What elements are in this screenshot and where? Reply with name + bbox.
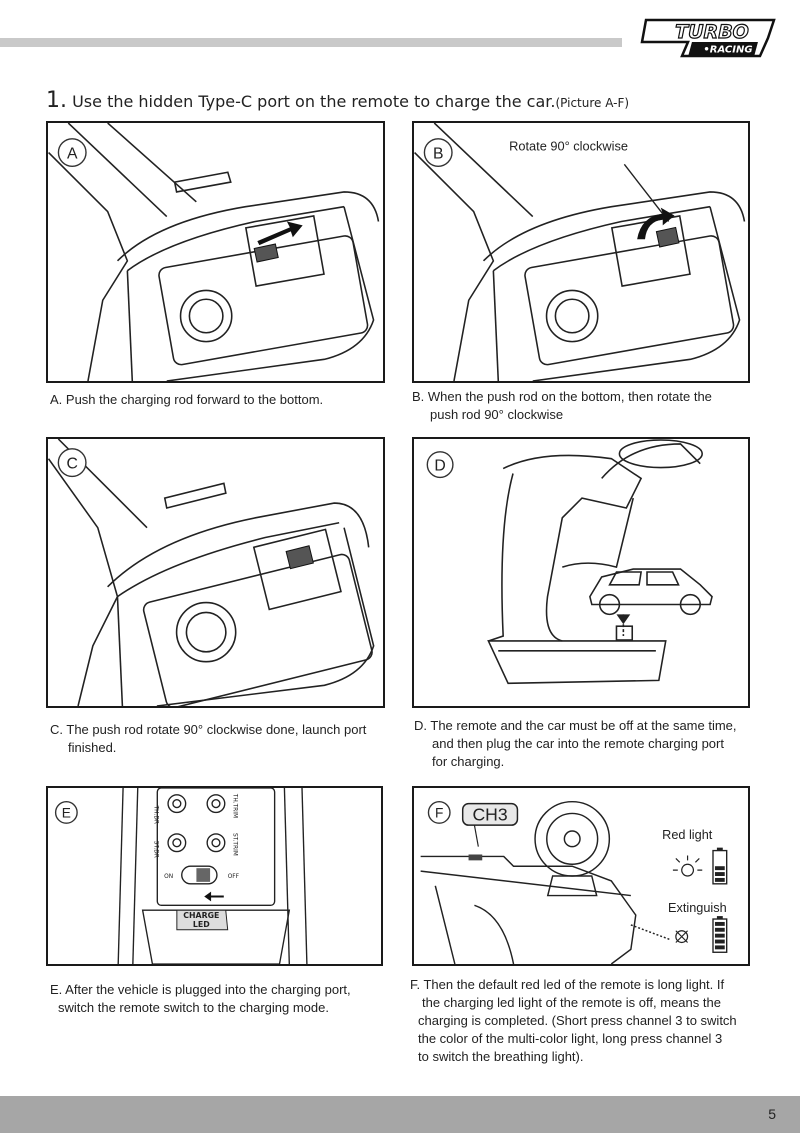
header-bar — [0, 38, 622, 47]
caption-d-line2: and then plug the car into the remote ch… — [432, 736, 724, 751]
remote-led-illustration: CH3 Red light Extinguish — [420, 800, 728, 964]
picture-a: A — [46, 121, 385, 383]
remote-control-panel-illustration: TH.DR TH.TRIM ST.DR ST.TRIM ON OFF CHARG… — [54, 788, 308, 964]
caption-d-line3: for charging. — [432, 754, 505, 769]
red-light-label: Red light — [662, 827, 713, 842]
section-heading: 1. Use the hidden Type-C port on the rem… — [46, 88, 629, 113]
picture-c: C — [46, 437, 385, 708]
st-trim-label: ST.TRIM — [232, 833, 238, 856]
caption-f-line2: the charging led light of the remote is … — [422, 995, 721, 1010]
remote-and-car-illustration: D — [426, 439, 713, 685]
charge-tag-line1: CHARGE — [183, 911, 219, 920]
led-off-icon — [675, 930, 689, 944]
caption-e-line1: E. After the vehicle is plugged into the… — [50, 982, 351, 997]
ch3-label: CH3 — [472, 804, 507, 824]
caption-f-line3: charging is completed. (Short press chan… — [418, 1013, 737, 1028]
remote-bottom-illustration-c: C — [48, 439, 375, 706]
page-number: 5 — [768, 1106, 776, 1122]
switch-on-label: ON — [164, 874, 173, 880]
caption-a-text: A. Push the charging rod forward to the … — [50, 392, 324, 407]
extinguish-label: Extinguish — [668, 900, 727, 915]
picture-d: D — [412, 437, 750, 708]
rotate-callout: Rotate 90° clockwise — [509, 139, 628, 154]
section-number: 1. — [46, 88, 67, 113]
logo-racing-text: •RACING — [703, 45, 752, 56]
switch-off-label: OFF — [228, 874, 240, 880]
caption-b-line2: push rod 90° clockwise — [430, 407, 564, 422]
footer-bar: 5 — [0, 1096, 800, 1133]
th-trim-label: TH.TRIM — [232, 793, 238, 818]
picture-b: B Rotate 90° clockwise — [412, 121, 750, 383]
picture-f: CH3 Red light Extinguish — [412, 786, 750, 966]
caption-c: C. The push rod rotate 90° clockwise don… — [50, 721, 400, 757]
logo-turbo-text: TURBO — [675, 21, 749, 43]
th-dr-label: TH.DR — [152, 805, 158, 824]
caption-f: F. Then the default red led of the remot… — [410, 976, 780, 1066]
caption-b-line1: B. When the push rod on the bottom, then… — [412, 389, 712, 404]
picture-f-letter: F — [435, 805, 443, 820]
section-note: (Picture A-F) — [555, 96, 630, 110]
turbo-racing-logo: TURBO •RACING — [640, 18, 776, 58]
picture-b-letter: B — [433, 145, 444, 162]
caption-e: E. After the vehicle is plugged into the… — [50, 981, 400, 1017]
caption-c-line2: finished. — [68, 740, 117, 755]
charge-tag-line2: LED — [193, 920, 210, 929]
st-dr-label: ST.DR — [152, 841, 158, 858]
remote-bottom-illustration-a: A — [48, 123, 380, 381]
caption-e-line2: switch the remote switch to the charging… — [58, 1000, 329, 1015]
caption-f-line5: to switch the breathing light). — [418, 1049, 584, 1064]
battery-full-icon — [712, 916, 728, 953]
picture-d-letter: D — [434, 458, 445, 475]
section-title: Use the hidden Type-C port on the remote… — [67, 92, 556, 111]
picture-e: TH.DR TH.TRIM ST.DR ST.TRIM ON OFF CHARG… — [46, 786, 383, 966]
caption-f-line4: the color of the multi-color light, long… — [418, 1031, 723, 1046]
picture-e-letter: E — [62, 805, 71, 820]
remote-bottom-illustration-b: B Rotate 90° clockwise — [414, 123, 746, 381]
picture-c-letter: C — [66, 456, 77, 473]
caption-d: D. The remote and the car must be off at… — [414, 717, 774, 771]
battery-charging-icon — [712, 847, 728, 885]
caption-b: B. When the push rod on the bottom, then… — [412, 388, 757, 424]
led-on-icon — [672, 855, 703, 877]
caption-f-line1: F. Then the default red led of the remot… — [410, 977, 725, 992]
caption-a: A. Push the charging rod forward to the … — [50, 391, 390, 409]
picture-a-letter: A — [67, 145, 78, 162]
caption-d-line1: D. The remote and the car must be off at… — [414, 718, 737, 733]
caption-c-line1: C. The push rod rotate 90° clockwise don… — [50, 722, 367, 737]
